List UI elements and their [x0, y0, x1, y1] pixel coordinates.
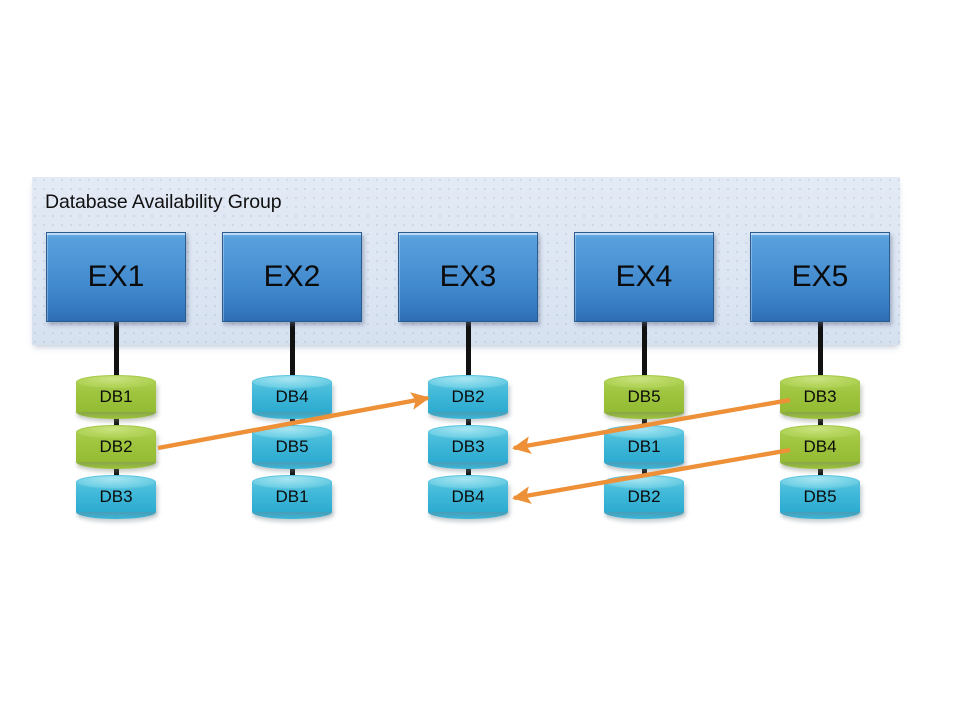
database-cylinder-ex3-db4[interactable]: DB4 [428, 475, 508, 519]
server-box-ex1[interactable]: EX1 [46, 232, 186, 322]
database-label: DB4 [803, 437, 837, 456]
database-label: DB2 [627, 487, 661, 506]
server-db-connector [817, 322, 823, 381]
database-cylinder-ex5-db3[interactable]: DB3 [780, 375, 860, 419]
database-cylinder-ex3-db2[interactable]: DB2 [428, 375, 508, 419]
server-db-connector [641, 322, 647, 381]
cylinder-top [76, 475, 156, 489]
cylinder-top [76, 375, 156, 389]
db-db-connector [289, 465, 295, 483]
database-label: DB3 [803, 387, 837, 406]
db-db-connector [465, 415, 471, 433]
database-cylinder-ex1-db2[interactable]: DB2 [76, 425, 156, 469]
db-db-connector [817, 415, 823, 433]
database-label: DB1 [275, 487, 309, 506]
database-cylinder-ex2-db4[interactable]: DB4 [252, 375, 332, 419]
database-label: DB4 [275, 387, 309, 406]
cylinder-top [252, 475, 332, 489]
database-label: DB1 [627, 437, 661, 456]
database-cylinder-ex5-db4[interactable]: DB4 [780, 425, 860, 469]
database-cylinder-ex3-db3[interactable]: DB3 [428, 425, 508, 469]
database-label: DB5 [275, 437, 309, 456]
database-label: DB2 [99, 437, 133, 456]
database-label: DB5 [803, 487, 837, 506]
server-label: EX4 [615, 260, 673, 293]
cylinder-top [428, 375, 508, 389]
cylinder-top [604, 375, 684, 389]
server-db-connector [465, 322, 471, 381]
server-box-ex3[interactable]: EX3 [398, 232, 538, 322]
server-box-ex4[interactable]: EX4 [574, 232, 714, 322]
server-db-connector [289, 322, 295, 381]
database-cylinder-ex4-db2[interactable]: DB2 [604, 475, 684, 519]
cylinder-top [780, 375, 860, 389]
database-cylinder-ex2-db1[interactable]: DB1 [252, 475, 332, 519]
database-cylinder-ex4-db1[interactable]: DB1 [604, 425, 684, 469]
server-label: EX2 [263, 260, 321, 293]
db-db-connector [113, 415, 119, 433]
db-db-connector [113, 465, 119, 483]
cylinder-top [76, 425, 156, 439]
database-cylinder-ex4-db5[interactable]: DB5 [604, 375, 684, 419]
server-db-connector [113, 322, 119, 381]
server-label: EX5 [791, 260, 849, 293]
server-label: EX1 [87, 260, 145, 293]
database-label: DB4 [451, 487, 485, 506]
database-label: DB3 [99, 487, 133, 506]
server-box-ex5[interactable]: EX5 [750, 232, 890, 322]
database-label: DB5 [627, 387, 661, 406]
database-cylinder-ex2-db5[interactable]: DB5 [252, 425, 332, 469]
database-cylinder-ex5-db5[interactable]: DB5 [780, 475, 860, 519]
cylinder-top [428, 475, 508, 489]
server-box-ex2[interactable]: EX2 [222, 232, 362, 322]
db-db-connector [465, 465, 471, 483]
database-cylinder-ex1-db3[interactable]: DB3 [76, 475, 156, 519]
database-label: DB3 [451, 437, 485, 456]
dag-title: Database Availability Group [45, 191, 282, 213]
server-label: EX3 [439, 260, 497, 293]
cylinder-top [252, 375, 332, 389]
db-db-connector [817, 465, 823, 483]
database-label: DB1 [99, 387, 133, 406]
cylinder-top [428, 425, 508, 439]
database-cylinder-ex1-db1[interactable]: DB1 [76, 375, 156, 419]
database-label: DB2 [451, 387, 485, 406]
